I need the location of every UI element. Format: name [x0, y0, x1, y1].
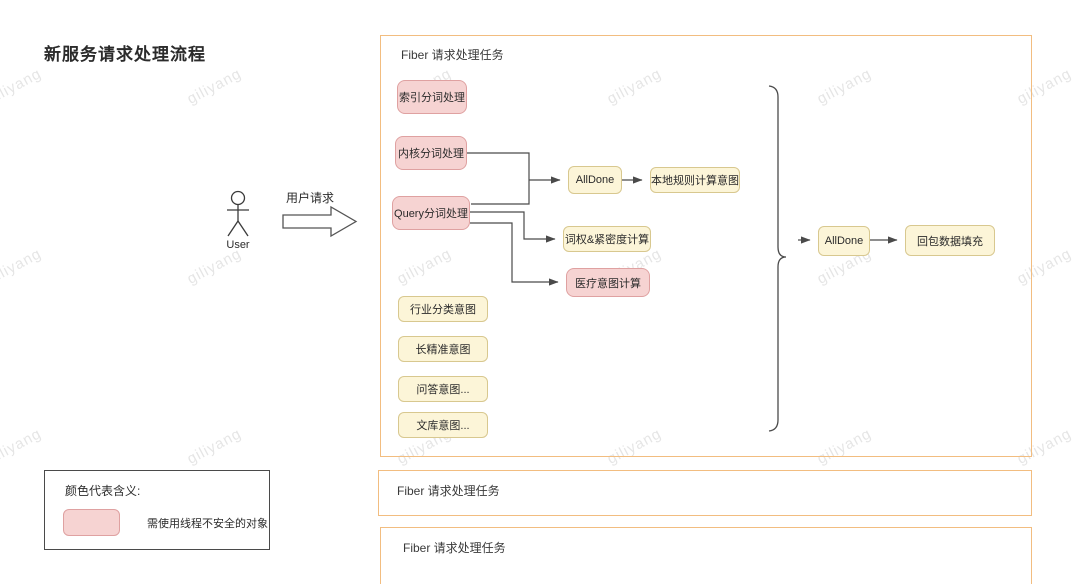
color-legend: 颜色代表含义: 需使用线程不安全的对象	[44, 470, 270, 550]
node-qa-intent: 问答意图...	[398, 376, 488, 402]
user-actor-icon	[227, 190, 249, 237]
node-kernel-segmentation: 内核分词处理	[395, 136, 467, 170]
node-response-fill: 回包数据填充	[905, 225, 995, 256]
user-request-label: 用户请求	[286, 191, 335, 205]
node-local-rule-intent: 本地规则计算意图	[650, 167, 740, 193]
page-title: 新服务请求处理流程	[44, 45, 206, 64]
node-query-segmentation: Query分词处理	[392, 196, 470, 230]
fiber-task-frame-3: Fiber 请求处理任务	[380, 527, 1032, 584]
fiber-task-frame-2-label: Fiber 请求处理任务	[397, 484, 500, 498]
node-medical-intent: 医疗意图计算	[566, 268, 650, 297]
node-industry-intent: 行业分类意图	[398, 296, 488, 322]
node-word-weight: 词权&紧密度计算	[563, 226, 651, 252]
fiber-task-frame-main: Fiber 请求处理任务	[380, 35, 1032, 457]
user-actor-label: User	[226, 239, 250, 251]
legend-title: 颜色代表含义:	[65, 484, 141, 498]
user-request-arrow-icon	[282, 205, 358, 238]
node-wenku-intent: 文库意图...	[398, 412, 488, 438]
legend-pink-meaning: 需使用线程不安全的对象	[147, 518, 268, 530]
fiber-task-frame-2: Fiber 请求处理任务	[378, 470, 1032, 516]
node-alldone-right: AllDone	[818, 226, 870, 256]
node-long-precise-intent: 长精准意图	[398, 336, 488, 362]
node-alldone-left: AllDone	[568, 166, 622, 194]
fiber-task-frame-label: Fiber 请求处理任务	[401, 48, 504, 62]
legend-pink-swatch	[63, 509, 120, 536]
node-index-segmentation: 索引分词处理	[397, 80, 467, 114]
fiber-task-frame-3-label: Fiber 请求处理任务	[403, 541, 506, 555]
